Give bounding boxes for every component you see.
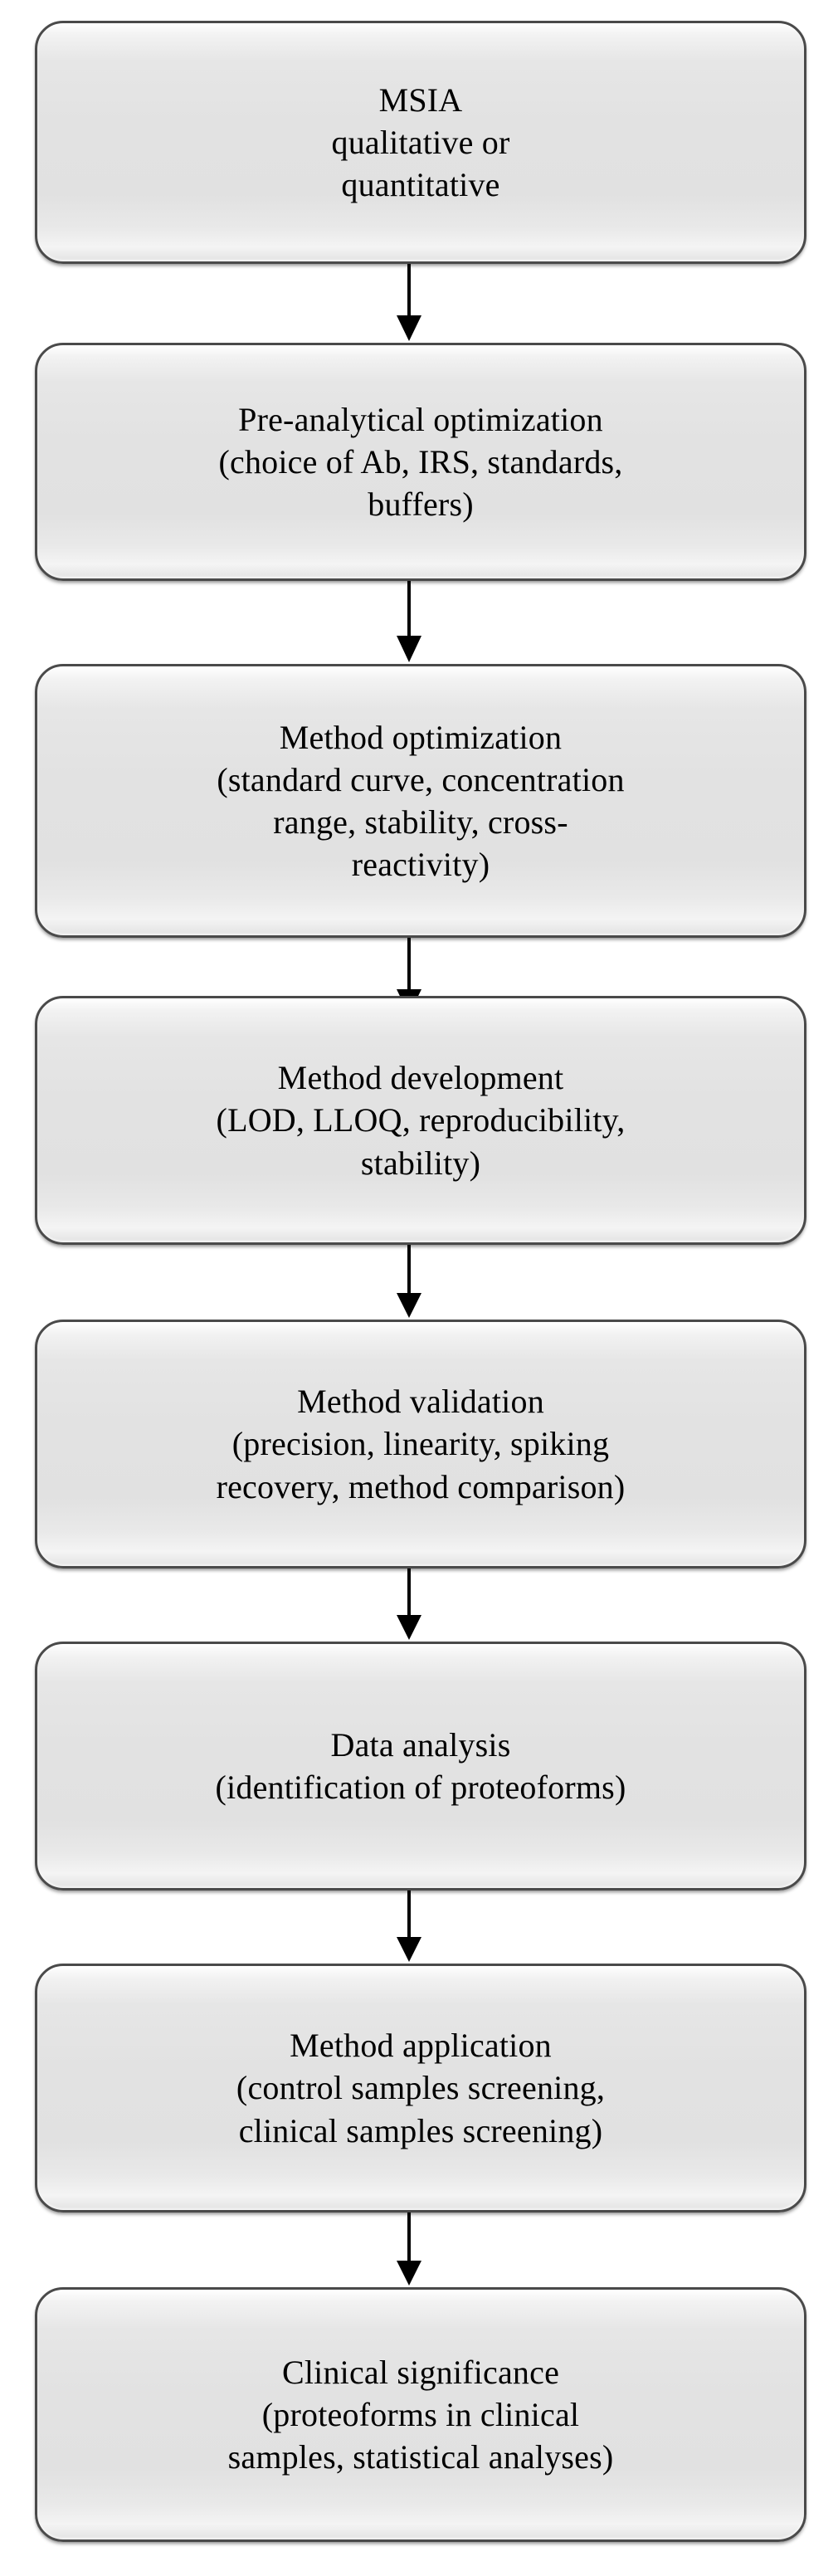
connector-arrow-method-development-to-method-validation (0, 1245, 838, 1320)
connector-arrow-data-analysis-to-method-application (0, 1891, 838, 1964)
flow-node-label: Method optimization (standard curve, con… (217, 718, 625, 884)
flow-node-method-application[interactable]: Method application (control samples scre… (35, 1964, 806, 2213)
flow-node-msia[interactable]: MSIA qualitative or quantitative (35, 21, 806, 264)
connector-arrow-msia-to-pre-analytical-optimization (0, 264, 838, 343)
flow-node-method-optimization[interactable]: Method optimization (standard curve, con… (35, 664, 806, 938)
flow-node-pre-analytical-optimization[interactable]: Pre-analytical optimization (choice of A… (35, 343, 806, 581)
flow-node-clinical-significance[interactable]: Clinical significance (proteoforms in cl… (35, 2287, 806, 2542)
flow-node-label: Method validation (precision, linearity,… (216, 1383, 626, 1505)
flow-node-label: Clinical significance (proteoforms in cl… (227, 2353, 614, 2476)
flow-node-label: Pre-analytical optimization (choice of A… (218, 400, 623, 524)
connector-arrow-method-validation-to-data-analysis (0, 1569, 838, 1642)
connector-arrow-pre-analytical-optimization-to-method-optimization (0, 581, 838, 664)
flow-node-data-analysis[interactable]: Data analysis (identification of proteof… (35, 1642, 806, 1891)
flow-node-method-validation[interactable]: Method validation (precision, linearity,… (35, 1320, 806, 1569)
flow-node-label: Method application (control samples scre… (236, 2027, 606, 2149)
flow-node-method-development[interactable]: Method development (LOD, LLOQ, reproduci… (35, 996, 806, 1245)
connector-arrow-method-application-to-clinical-significance (0, 2213, 838, 2287)
flow-node-label: Data analysis (identification of proteof… (215, 1725, 626, 1806)
flow-node-label: MSIA qualitative or quantitative (331, 80, 510, 204)
flow-node-label: Method development (LOD, LLOQ, reproduci… (216, 1059, 626, 1182)
